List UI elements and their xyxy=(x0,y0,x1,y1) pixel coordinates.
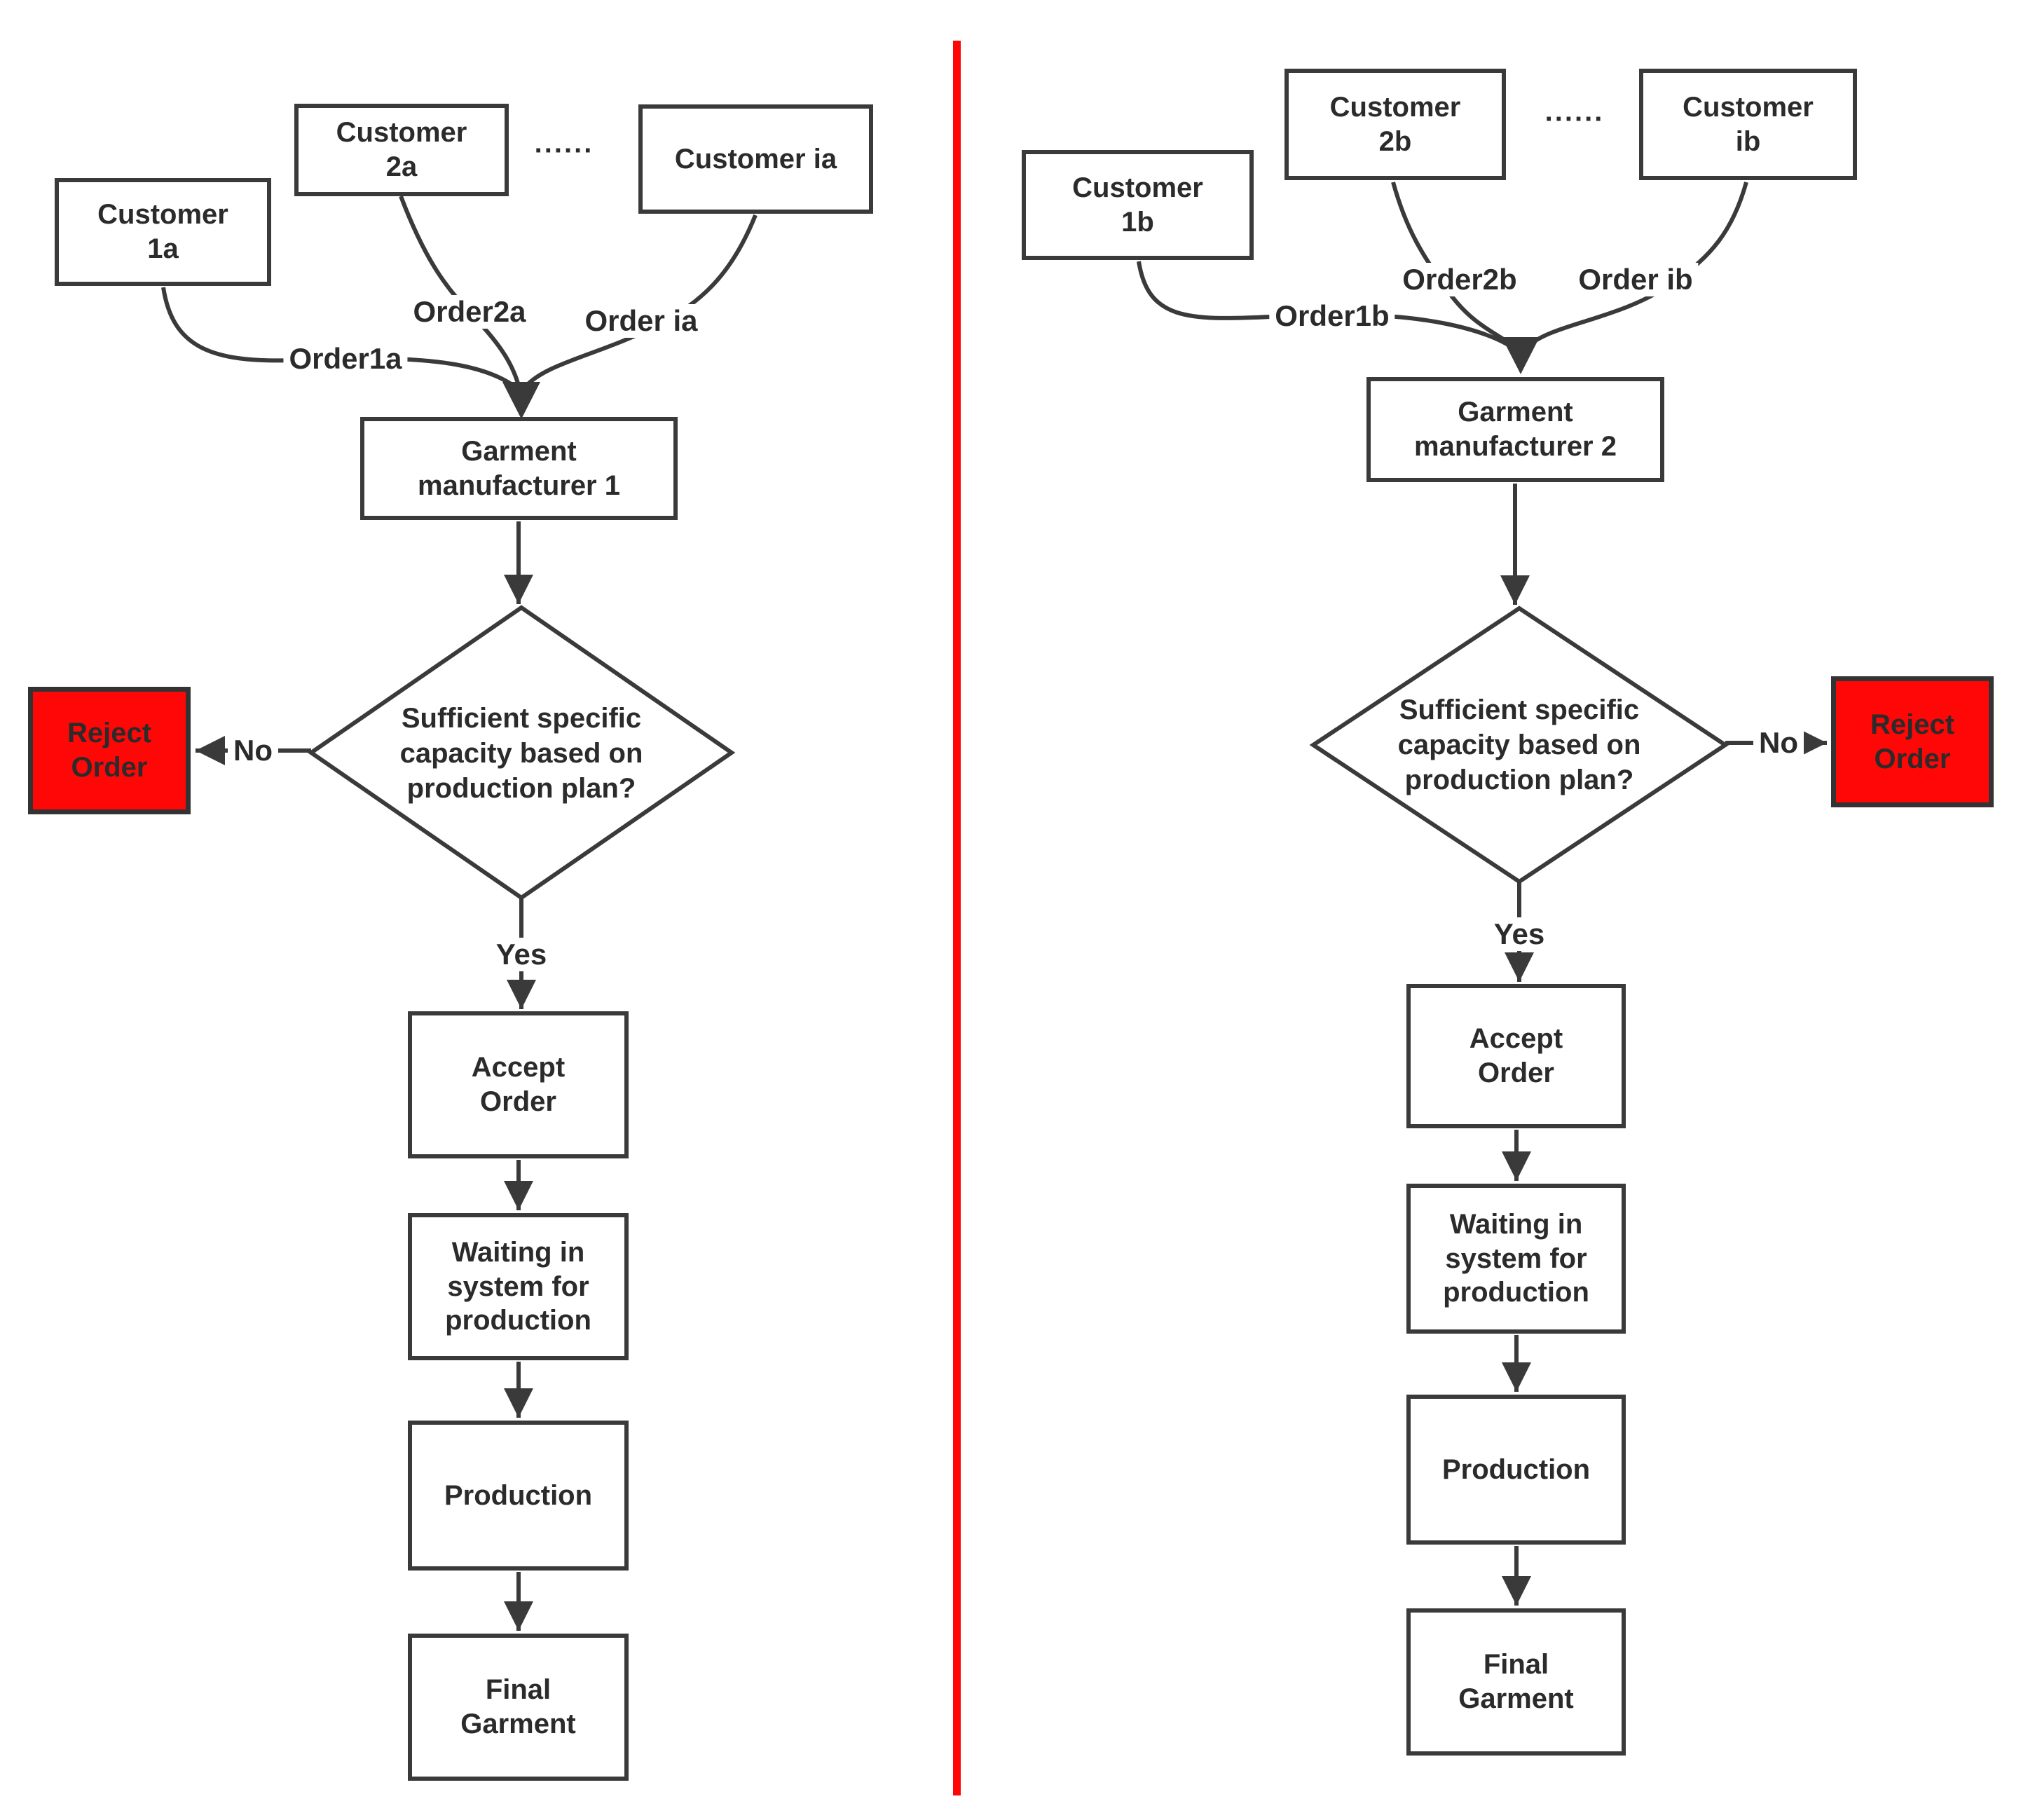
merge-arrowhead-a xyxy=(502,382,540,419)
label-order2b: Order2b xyxy=(1397,263,1523,296)
label-order2a: Order2a xyxy=(407,295,532,329)
decision-text-a: Sufficient specific capacity based on pr… xyxy=(399,703,643,804)
box-accept-order-a: Accept Order xyxy=(408,1011,629,1158)
box-production-a: Production xyxy=(408,1421,629,1571)
label-no-b: No xyxy=(1753,726,1804,760)
box-reject-order-b: Reject Order xyxy=(1831,676,1994,807)
box-customer-1b: Customer 1b xyxy=(1022,150,1254,260)
red-divider-line xyxy=(953,41,961,1795)
box-customer-ib: Customer ib xyxy=(1639,69,1857,180)
box-customer-2b: Customer 2b xyxy=(1284,69,1506,180)
box-garment-manufacturer-2: Garment manufacturer 2 xyxy=(1366,377,1664,482)
label-order1b: Order1b xyxy=(1269,299,1395,333)
box-final-garment-a: Final Garment xyxy=(408,1634,629,1781)
merge-arrowhead-b xyxy=(1502,337,1540,374)
decision-text-b: Sufficient specific capacity based on pr… xyxy=(1397,695,1641,795)
label-no-a: No xyxy=(228,734,278,767)
box-reject-order-a: Reject Order xyxy=(28,687,191,814)
connector-order-ia xyxy=(522,214,758,390)
box-customer-1a: Customer 1a xyxy=(55,178,271,286)
ellipsis-a: ...... xyxy=(534,128,594,159)
box-final-garment-b: Final Garment xyxy=(1406,1608,1626,1756)
ellipsis-b: ...... xyxy=(1544,96,1605,128)
label-yes-b: Yes xyxy=(1488,917,1551,951)
box-accept-order-b: Accept Order xyxy=(1406,984,1626,1128)
label-yes-a: Yes xyxy=(490,938,553,971)
box-customer-ia: Customer ia xyxy=(638,104,873,214)
label-order-ia: Order ia xyxy=(579,304,704,338)
box-waiting-a: Waiting in system for production xyxy=(408,1213,629,1360)
box-production-b: Production xyxy=(1406,1395,1626,1545)
label-order-ib: Order ib xyxy=(1573,263,1699,296)
box-customer-2a: Customer 2a xyxy=(294,104,509,196)
box-waiting-b: Waiting in system for production xyxy=(1406,1184,1626,1334)
box-garment-manufacturer-1: Garment manufacturer 1 xyxy=(360,417,678,520)
label-order1a: Order1a xyxy=(283,342,408,376)
